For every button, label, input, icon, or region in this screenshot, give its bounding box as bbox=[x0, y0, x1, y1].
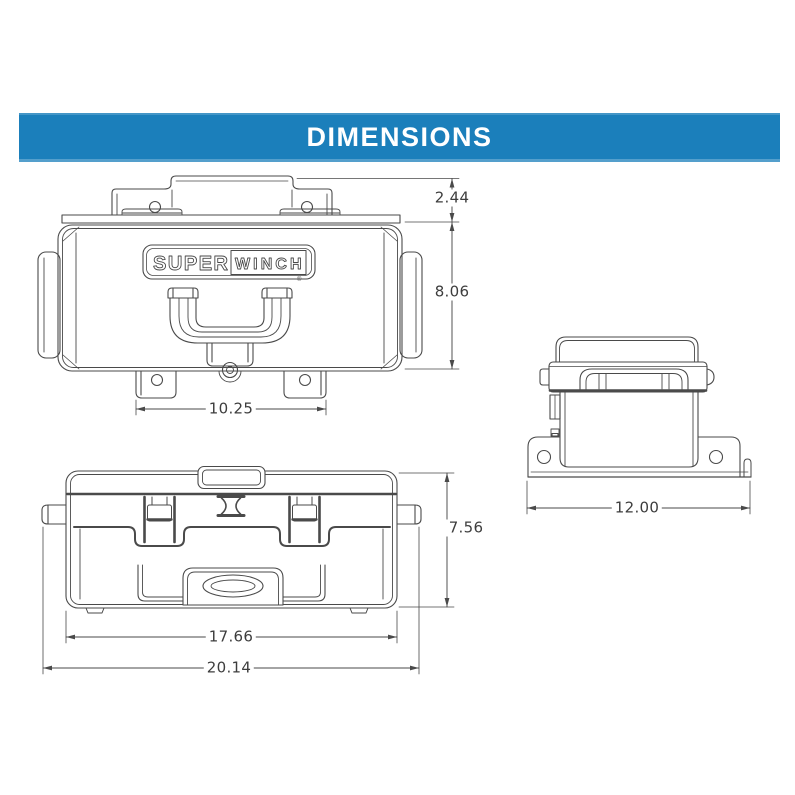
dim-back-body-width: 17.66 bbox=[205, 628, 257, 646]
handle-outline bbox=[169, 297, 291, 344]
banner-title: DIMENSIONS bbox=[306, 122, 493, 152]
bracket-hole-left bbox=[148, 200, 162, 214]
dim-front-body-height: 8.06 bbox=[431, 283, 473, 301]
logo-text-winch: WINCH bbox=[235, 256, 302, 273]
dim-front-mount-width: 10.25 bbox=[205, 400, 257, 418]
dim-back-overall-width: 20.14 bbox=[203, 659, 255, 677]
logo-text-super: SUPER bbox=[153, 253, 229, 275]
foot-hole-right bbox=[298, 373, 312, 387]
front-view-drawing: SUPER WINCH ® bbox=[37, 175, 423, 399]
dim-side-base-width: 12.00 bbox=[611, 499, 663, 517]
latch-knob bbox=[221, 361, 239, 379]
side-grip-right bbox=[399, 251, 423, 359]
dimensions-banner: DIMENSIONS bbox=[19, 113, 780, 162]
back-view-drawing bbox=[41, 465, 422, 614]
side-grip-left bbox=[37, 251, 61, 359]
side-view-drawing bbox=[527, 336, 752, 478]
bracket-hole-right bbox=[300, 200, 314, 214]
dim-front-bracket-height: 2.44 bbox=[431, 189, 473, 207]
base-hole-right bbox=[708, 449, 724, 465]
dim-back-height: 7.56 bbox=[445, 519, 487, 537]
foot-hole-left bbox=[150, 373, 164, 387]
base-hook bbox=[743, 458, 752, 478]
registered-mark: ® bbox=[297, 276, 302, 283]
base-hole-left bbox=[536, 449, 552, 465]
bracket-slot bbox=[202, 574, 264, 598]
logo-plate bbox=[142, 244, 316, 280]
